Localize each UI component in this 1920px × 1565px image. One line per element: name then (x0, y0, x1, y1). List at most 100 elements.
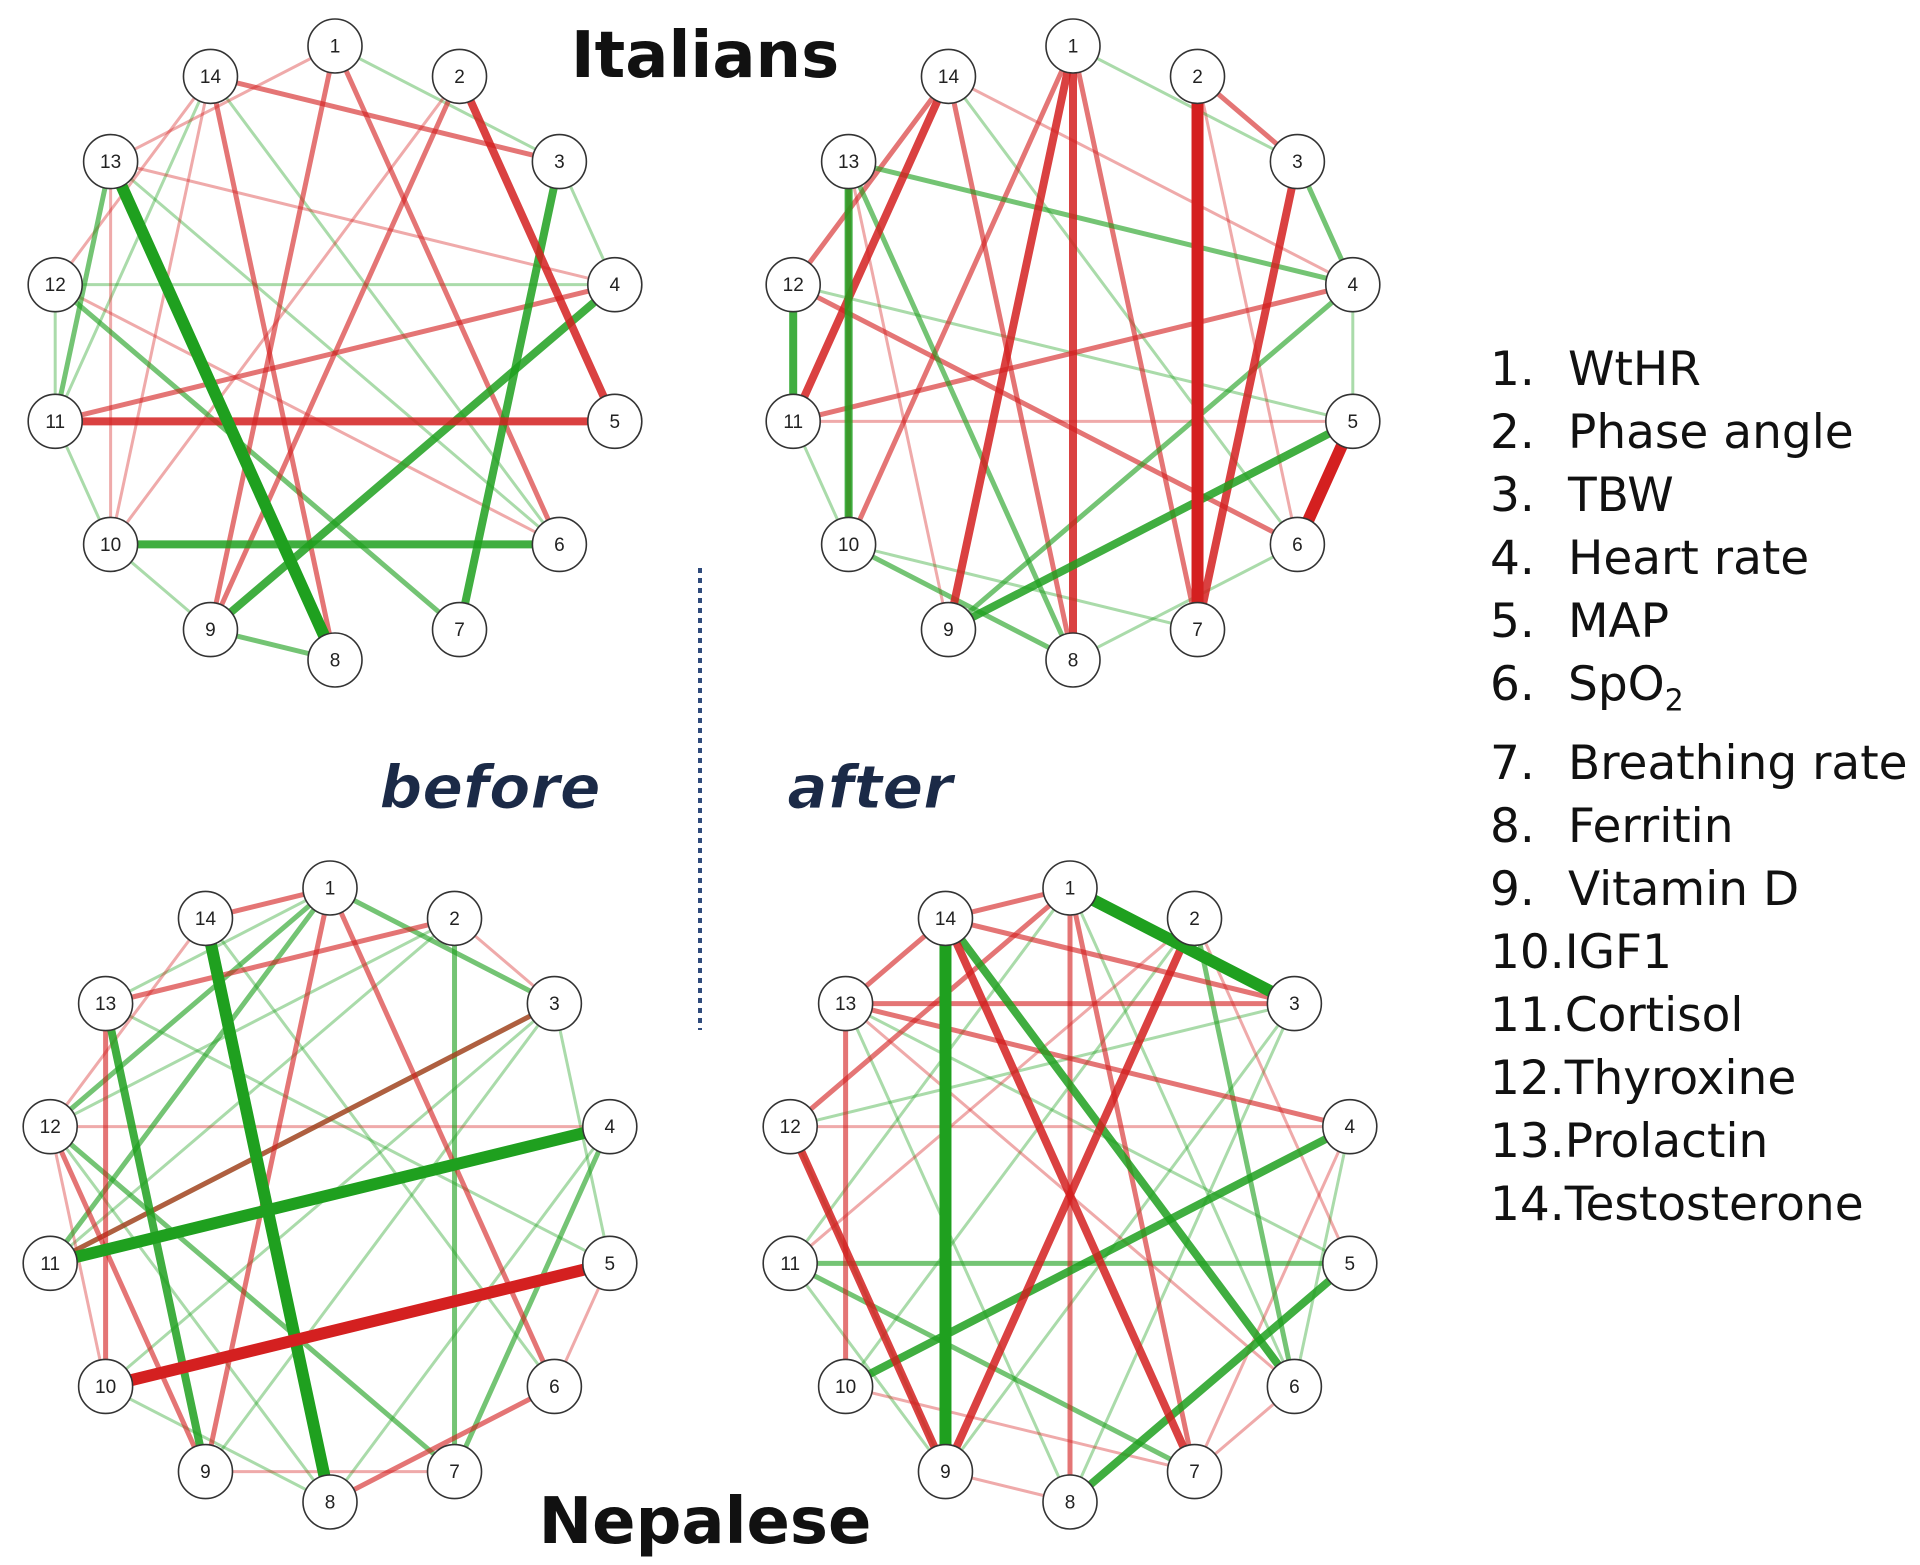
node-4: 4 (587, 256, 643, 313)
label-before: before (379, 753, 600, 823)
edge-1-13 (109, 44, 337, 164)
legend-number: 2. (1490, 405, 1535, 460)
legend-label: IGF1 (1564, 925, 1672, 981)
edge-1-6 (327, 885, 557, 1389)
legend-number: 9. (1490, 862, 1535, 918)
edge-1-7 (1067, 885, 1198, 1475)
title-italians: Italians (571, 19, 839, 93)
edge-14-10 (109, 74, 212, 546)
node-7: 7 (426, 1443, 483, 1500)
edge-8-5 (1066, 1259, 1354, 1506)
edge-3-8 (1068, 1002, 1296, 1504)
node-11: 11 (27, 393, 83, 450)
edge-13-8 (104, 155, 341, 666)
legend-label: Vitamin D (1568, 862, 1800, 918)
legend-item: 13.Prolactin (1490, 1110, 1910, 1173)
node-label: 3 (1289, 994, 1300, 1015)
node-label: 11 (45, 412, 65, 433)
node-6: 6 (1266, 1358, 1323, 1415)
node-11: 11 (765, 393, 821, 450)
edge-1-3 (1064, 882, 1301, 1010)
edge-11-9 (788, 1261, 947, 1474)
node-12: 12 (27, 256, 83, 313)
node-13: 13 (820, 133, 877, 190)
edge-12-7 (47, 1124, 458, 1475)
node-2: 2 (1169, 48, 1226, 105)
node-label: 7 (1192, 620, 1203, 641)
node-13: 13 (817, 975, 874, 1032)
node-label: 4 (610, 275, 621, 296)
node-12: 12 (765, 256, 821, 313)
node-13: 13 (77, 975, 134, 1032)
legend-item: 5.MAP (1490, 590, 1910, 653)
legend-number: 3. (1490, 468, 1535, 523)
node-label: 14 (935, 909, 957, 930)
edge-3-7 (455, 157, 564, 634)
edge-10-5 (99, 1257, 616, 1393)
edge-2-9 (207, 73, 463, 633)
node-label: 10 (835, 1377, 856, 1398)
edge-4-7 (1193, 1125, 1352, 1474)
node-label: 11 (40, 1254, 60, 1275)
node-14: 14 (917, 890, 974, 947)
node-8: 8 (1042, 1474, 1098, 1530)
edge-12-6 (790, 282, 1300, 547)
node-label: 12 (780, 1117, 801, 1138)
node-label: 14 (938, 67, 960, 88)
legend-item: 10.IGF1 (1490, 921, 1910, 984)
node-label: 10 (100, 535, 121, 556)
node-label: 7 (454, 620, 465, 641)
edge-9-2 (941, 914, 1199, 1476)
node-label: 2 (1189, 909, 1200, 930)
legend-label: Ferritin (1568, 799, 1734, 855)
node-6: 6 (531, 516, 588, 573)
node-6: 6 (1269, 516, 1326, 573)
edge-9-5 (944, 417, 1357, 634)
node-2: 2 (426, 890, 483, 947)
node-1: 1 (302, 860, 358, 916)
node-label: 12 (45, 275, 66, 296)
node-label: 6 (1289, 1377, 1300, 1398)
node-label: 2 (1192, 67, 1203, 88)
edge-14-11 (53, 74, 212, 423)
node-label: 10 (838, 535, 859, 556)
node-label: 4 (605, 1117, 616, 1138)
edge-10-2 (844, 916, 1197, 1388)
edge-14-6 (941, 914, 1299, 1391)
node-7: 7 (431, 601, 488, 658)
node-8: 8 (307, 632, 363, 688)
node-11: 11 (762, 1235, 818, 1292)
node-label: 9 (205, 620, 216, 641)
edge-1-3 (327, 885, 557, 1007)
edge-14-3 (942, 915, 1297, 1007)
edge-13-4 (846, 159, 1356, 288)
legend-item: 4.Heart rate (1490, 527, 1910, 590)
legend-label: MAP (1568, 594, 1670, 649)
legend-item: 1.WtHR (1490, 338, 1910, 401)
node-4: 4 (1322, 1098, 1378, 1155)
legend-label: Testosterone (1564, 1177, 1864, 1233)
legend-label: Prolactin (1564, 1114, 1769, 1170)
edge-1-10 (846, 43, 1076, 547)
edge-10-7 (844, 1384, 1197, 1474)
edge-14-6 (946, 74, 1299, 546)
node-10: 10 (77, 1358, 134, 1415)
node-5: 5 (1322, 1235, 1378, 1292)
node-label: 1 (1068, 37, 1079, 58)
node-label: 8 (330, 651, 341, 672)
legend-label: Breathing rate (1568, 736, 1908, 792)
edge-14-4 (946, 74, 1355, 287)
node-label: 14 (200, 67, 222, 88)
legend-item: 8.Ferritin (1490, 795, 1910, 858)
edge-3-7 (1193, 157, 1302, 634)
node-label: 6 (554, 535, 565, 556)
node-label: 1 (325, 879, 336, 900)
node-label: 3 (549, 994, 560, 1015)
node-9: 9 (182, 601, 239, 658)
node-3: 3 (1269, 133, 1326, 190)
node-label: 13 (100, 152, 121, 173)
node-3: 3 (1266, 975, 1323, 1032)
